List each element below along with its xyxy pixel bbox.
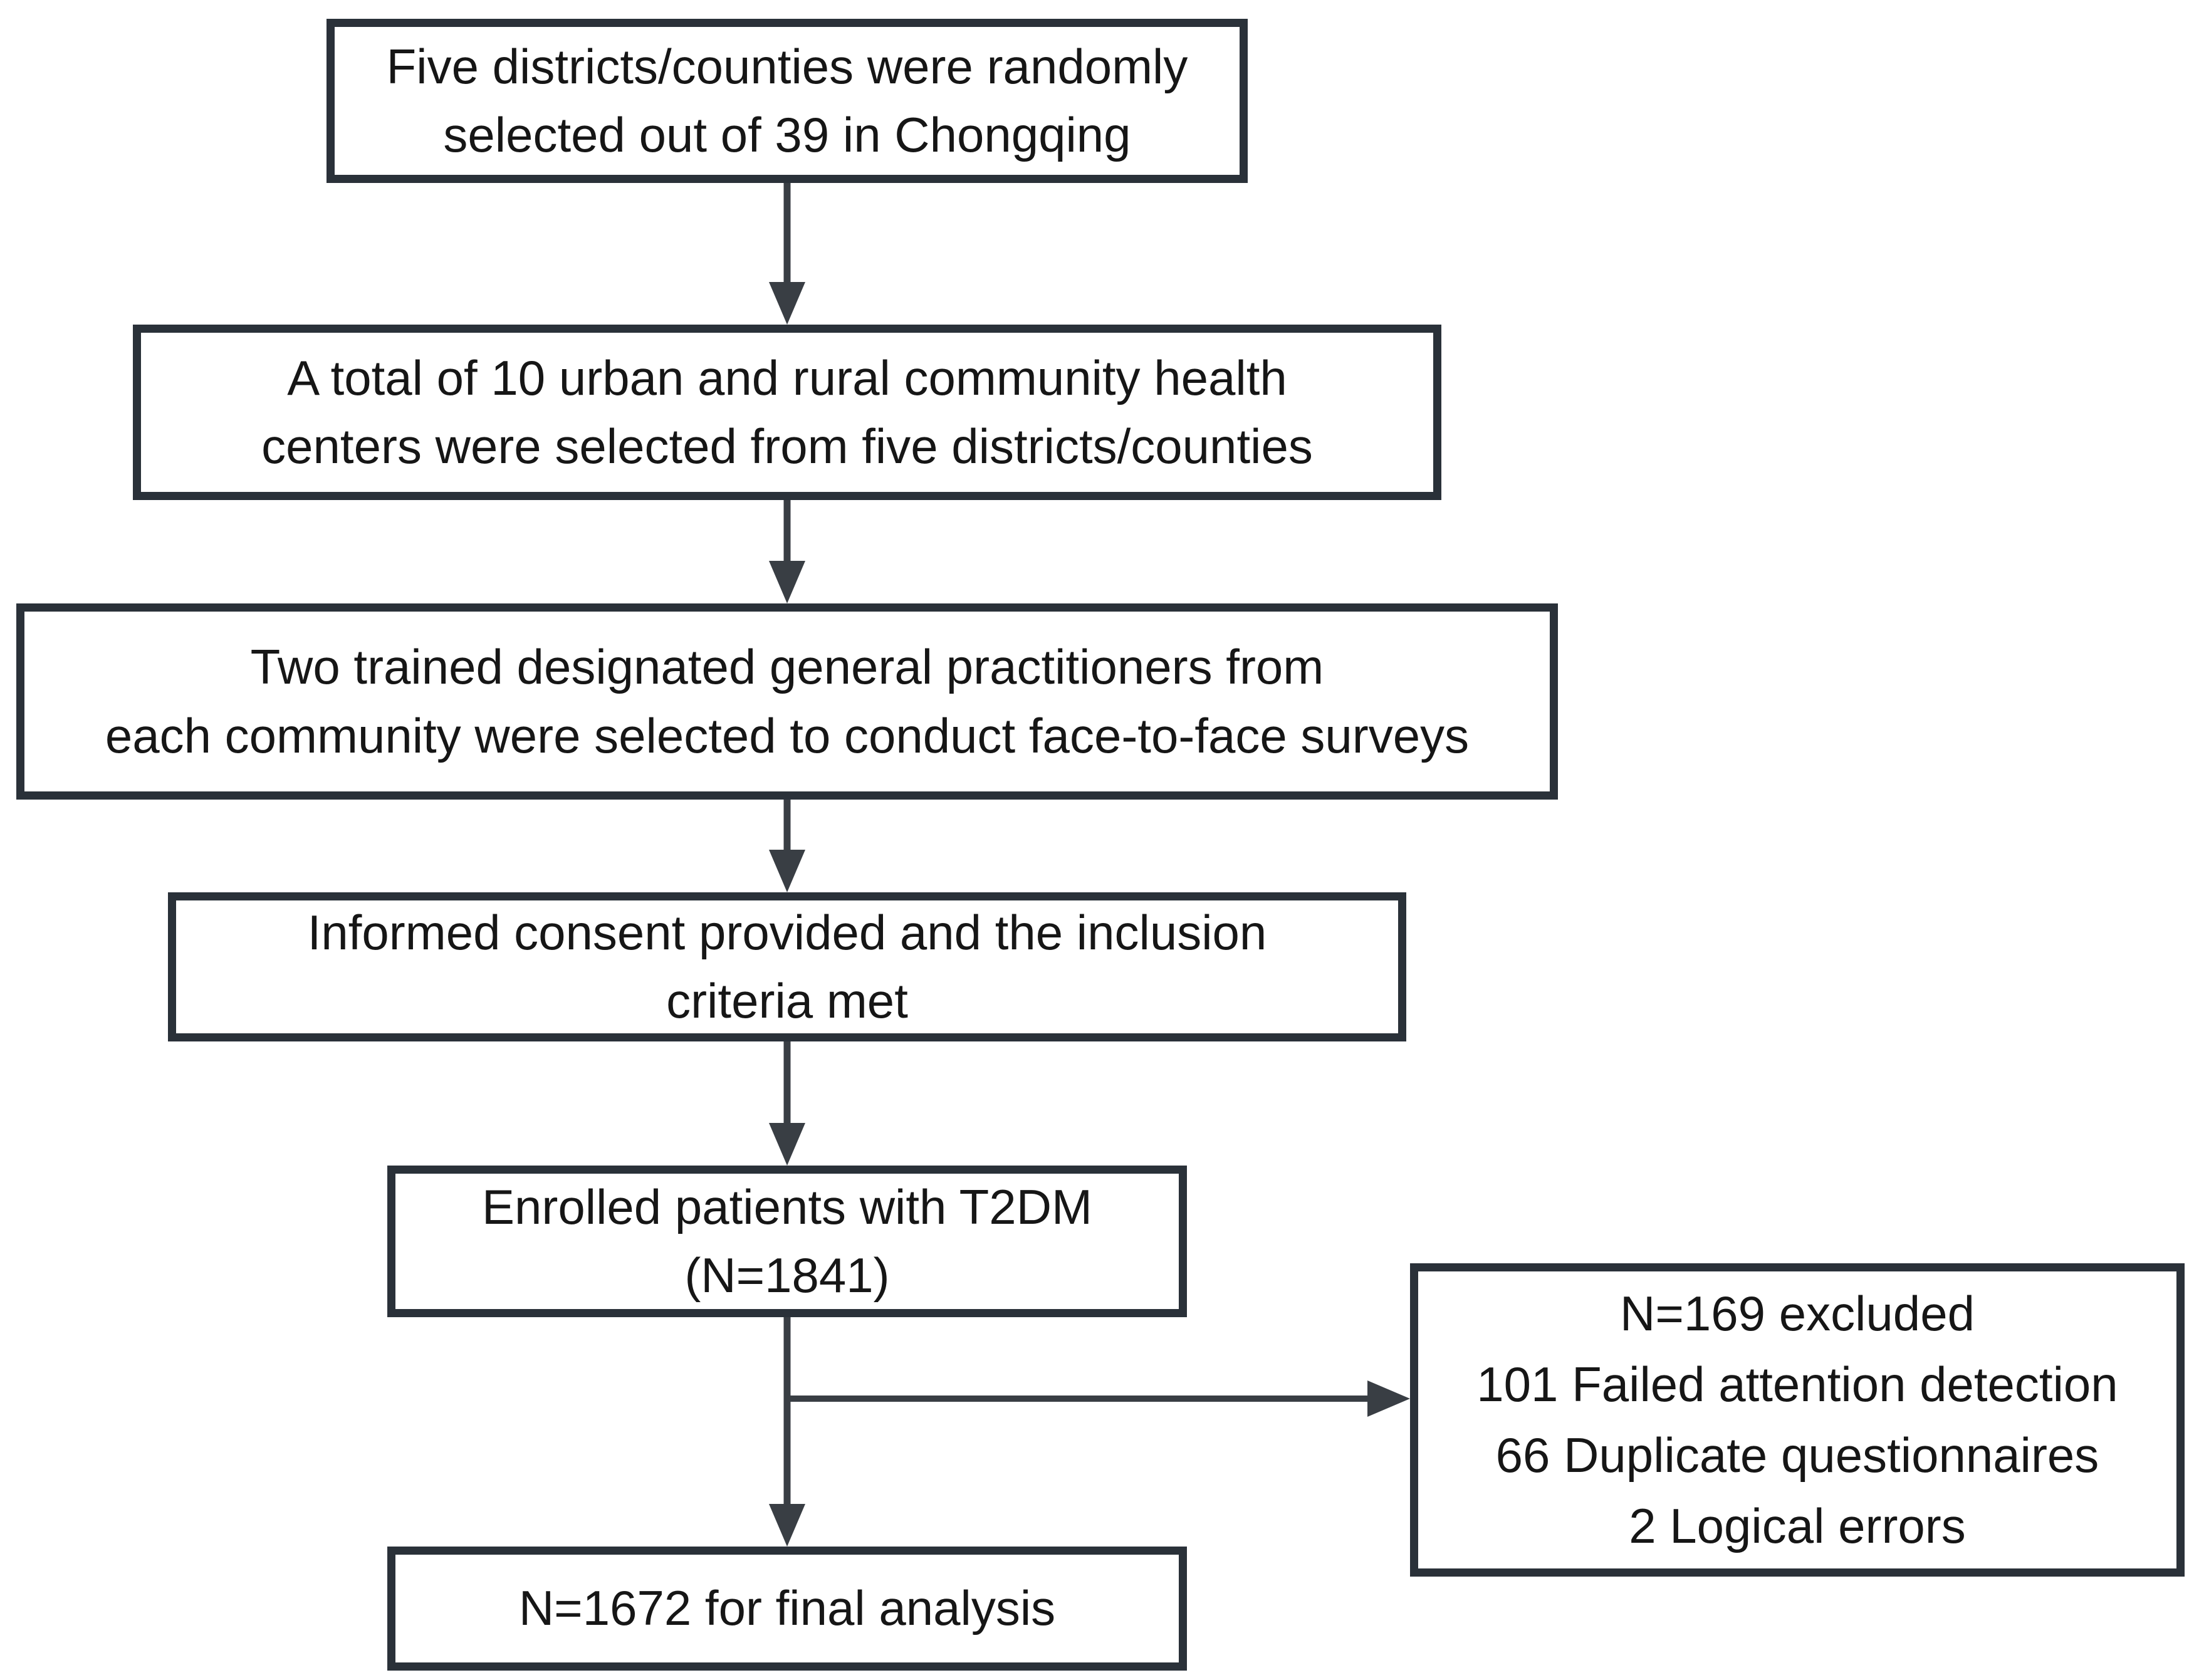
flow-box-excluded: N=169 excluded 101 Failed attention dete… bbox=[1410, 1263, 2185, 1577]
flow-box-enrolled-patients: Enrolled patients with T2DM (N=1841) bbox=[387, 1166, 1187, 1317]
arrow-down-head bbox=[769, 850, 805, 892]
arrow-down-head bbox=[769, 561, 805, 603]
flow-box-final-analysis: N=1672 for final analysis bbox=[387, 1547, 1187, 1671]
arrow-down-head bbox=[769, 1504, 805, 1547]
arrow-step2-to-step3 bbox=[768, 500, 806, 603]
arrow-line bbox=[783, 1317, 791, 1509]
flow-box-informed-consent: Informed consent provided and the inclus… bbox=[168, 892, 1406, 1041]
arrow-step3-to-step4 bbox=[768, 800, 806, 892]
arrow-step5-to-step6 bbox=[768, 1317, 806, 1547]
flow-box-practitioners-selected: Two trained designated general practitio… bbox=[16, 603, 1558, 800]
arrow-branch-to-excluded bbox=[787, 1380, 1410, 1417]
flow-box-health-centers-selected: A total of 10 urban and rural community … bbox=[133, 325, 1441, 500]
arrow-down-head bbox=[769, 282, 805, 325]
arrow-line bbox=[783, 183, 791, 287]
arrow-line bbox=[783, 1041, 791, 1128]
arrow-right-head bbox=[1367, 1380, 1410, 1417]
arrow-line bbox=[783, 800, 791, 855]
arrow-step1-to-step2 bbox=[768, 183, 806, 325]
arrow-line bbox=[783, 500, 791, 566]
arrow-line bbox=[787, 1396, 1372, 1402]
arrow-down-head bbox=[769, 1123, 805, 1166]
arrow-step4-to-step5 bbox=[768, 1041, 806, 1166]
flow-box-districts-selected: Five districts/counties were randomly se… bbox=[326, 19, 1248, 183]
